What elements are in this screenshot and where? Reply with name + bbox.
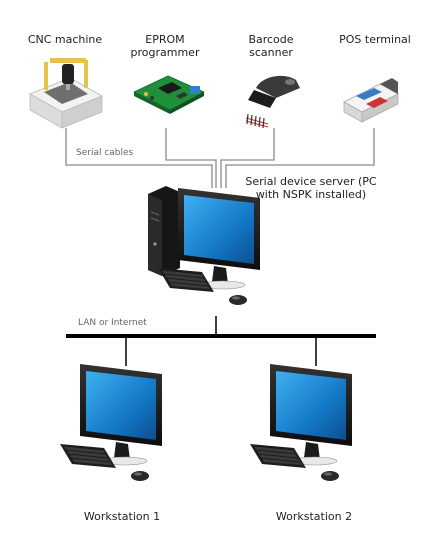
network-label: LAN or Internet [78, 318, 147, 328]
barcode-scanner-icon [245, 75, 300, 129]
serial-cables [65, 128, 375, 188]
workstation-2-icon [249, 363, 353, 482]
server-label: Serial device server (PC with NSPK insta… [245, 175, 377, 201]
eprom-programmer-label: EPROM programmer [130, 33, 200, 59]
cnc-machine-label: CNC machine [27, 33, 103, 46]
workstation-1-icon [59, 363, 163, 482]
serial-cables-label: Serial cables [76, 148, 134, 158]
cnc-machine-icon [29, 58, 103, 129]
workstation-1-label: Workstation 1 [83, 510, 161, 523]
network-lines [66, 316, 376, 366]
barcode-scanner-label: Barcode scanner [248, 33, 294, 59]
pos-terminal-icon [343, 78, 399, 123]
workstation-2-label: Workstation 2 [275, 510, 353, 523]
pos-terminal-label: POS terminal [339, 33, 411, 46]
server-pc-icon [148, 186, 261, 306]
eprom-programmer-icon [133, 75, 205, 114]
